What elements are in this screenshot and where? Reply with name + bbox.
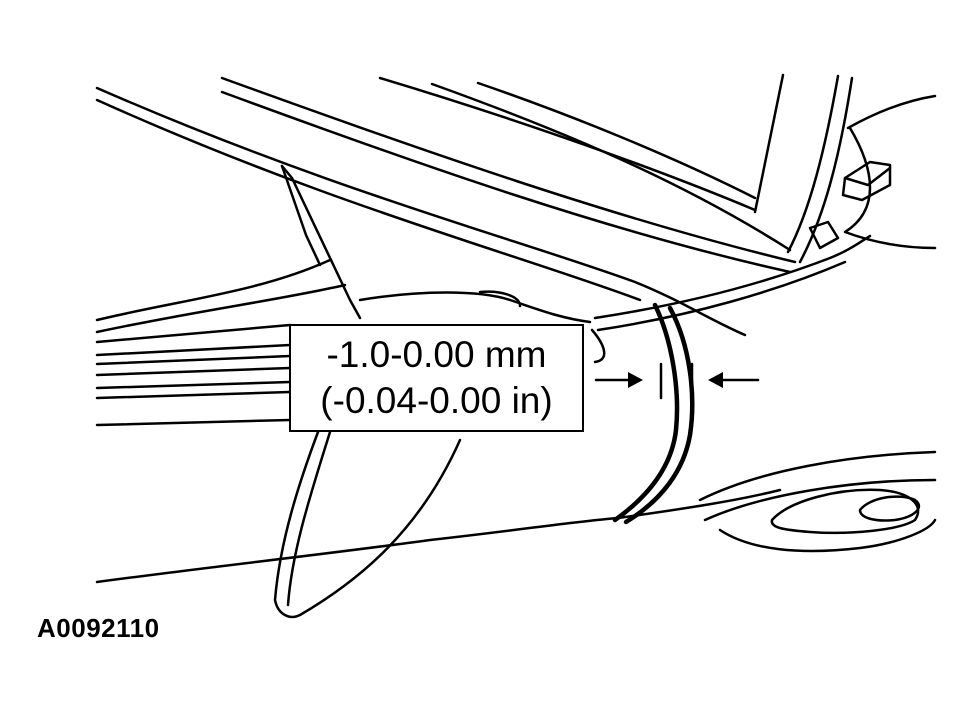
body-line-5 bbox=[95, 354, 292, 366]
mirror-shell-upper bbox=[478, 290, 522, 308]
body-line-7 bbox=[95, 380, 292, 390]
dimension-arrow-left-head bbox=[628, 372, 643, 388]
mirror-shell-top bbox=[358, 291, 592, 324]
roof-edge-line bbox=[95, 86, 747, 337]
mirror-housing bbox=[846, 94, 937, 130]
body-line-2 bbox=[95, 283, 347, 334]
fender-top-line bbox=[593, 234, 872, 320]
windshield-line-1 bbox=[220, 76, 797, 264]
windshield-line-2 bbox=[220, 90, 792, 274]
window-pillar-right bbox=[786, 74, 840, 254]
window-pillar-left bbox=[753, 73, 785, 214]
roof-inner-line bbox=[95, 98, 642, 302]
a-pillar-trim bbox=[280, 164, 362, 320]
body-line-6 bbox=[95, 366, 292, 377]
rocker-line bbox=[95, 488, 782, 584]
windshield-line-3 bbox=[378, 76, 757, 212]
dimension-arrow-right-head bbox=[708, 372, 723, 388]
windshield-line-4 bbox=[430, 82, 792, 252]
window-pillar-right-2 bbox=[798, 76, 854, 264]
panel-gap-outer bbox=[612, 302, 680, 523]
mirror-stem bbox=[808, 220, 840, 250]
mirror-lower-lobe bbox=[273, 430, 462, 619]
a-pillar-trim-2 bbox=[280, 164, 322, 267]
panel-gap-inner bbox=[623, 305, 695, 525]
dimension-callout-box: -1.0-0.00 mm (-0.04-0.00 in) bbox=[289, 324, 584, 432]
mirror-housing-2 bbox=[843, 126, 937, 250]
tire-wall bbox=[770, 488, 920, 535]
mirror-bracket bbox=[841, 160, 892, 202]
body-line-4 bbox=[95, 343, 292, 357]
figure-id-label: A0092110 bbox=[37, 613, 160, 643]
hubcap bbox=[858, 495, 921, 522]
fender-top-line-2 bbox=[596, 260, 847, 332]
dimension-metric-label: -1.0-0.00 mm bbox=[326, 334, 547, 375]
body-line-3 bbox=[95, 323, 292, 344]
mirror-bracket-detail bbox=[843, 166, 892, 187]
windshield-line-5 bbox=[476, 81, 757, 200]
wheel-arch-outer bbox=[698, 450, 937, 502]
tire-outer bbox=[718, 518, 937, 553]
dimension-imperial-label: (-0.04-0.00 in) bbox=[320, 380, 553, 421]
body-line-1 bbox=[95, 258, 332, 322]
body-line-9 bbox=[95, 418, 292, 427]
mirror-lower-lobe-inner bbox=[286, 430, 332, 607]
mirror-shell-hook bbox=[590, 328, 606, 364]
wheel-arch-inner bbox=[703, 478, 937, 522]
body-line-8 bbox=[95, 390, 292, 400]
